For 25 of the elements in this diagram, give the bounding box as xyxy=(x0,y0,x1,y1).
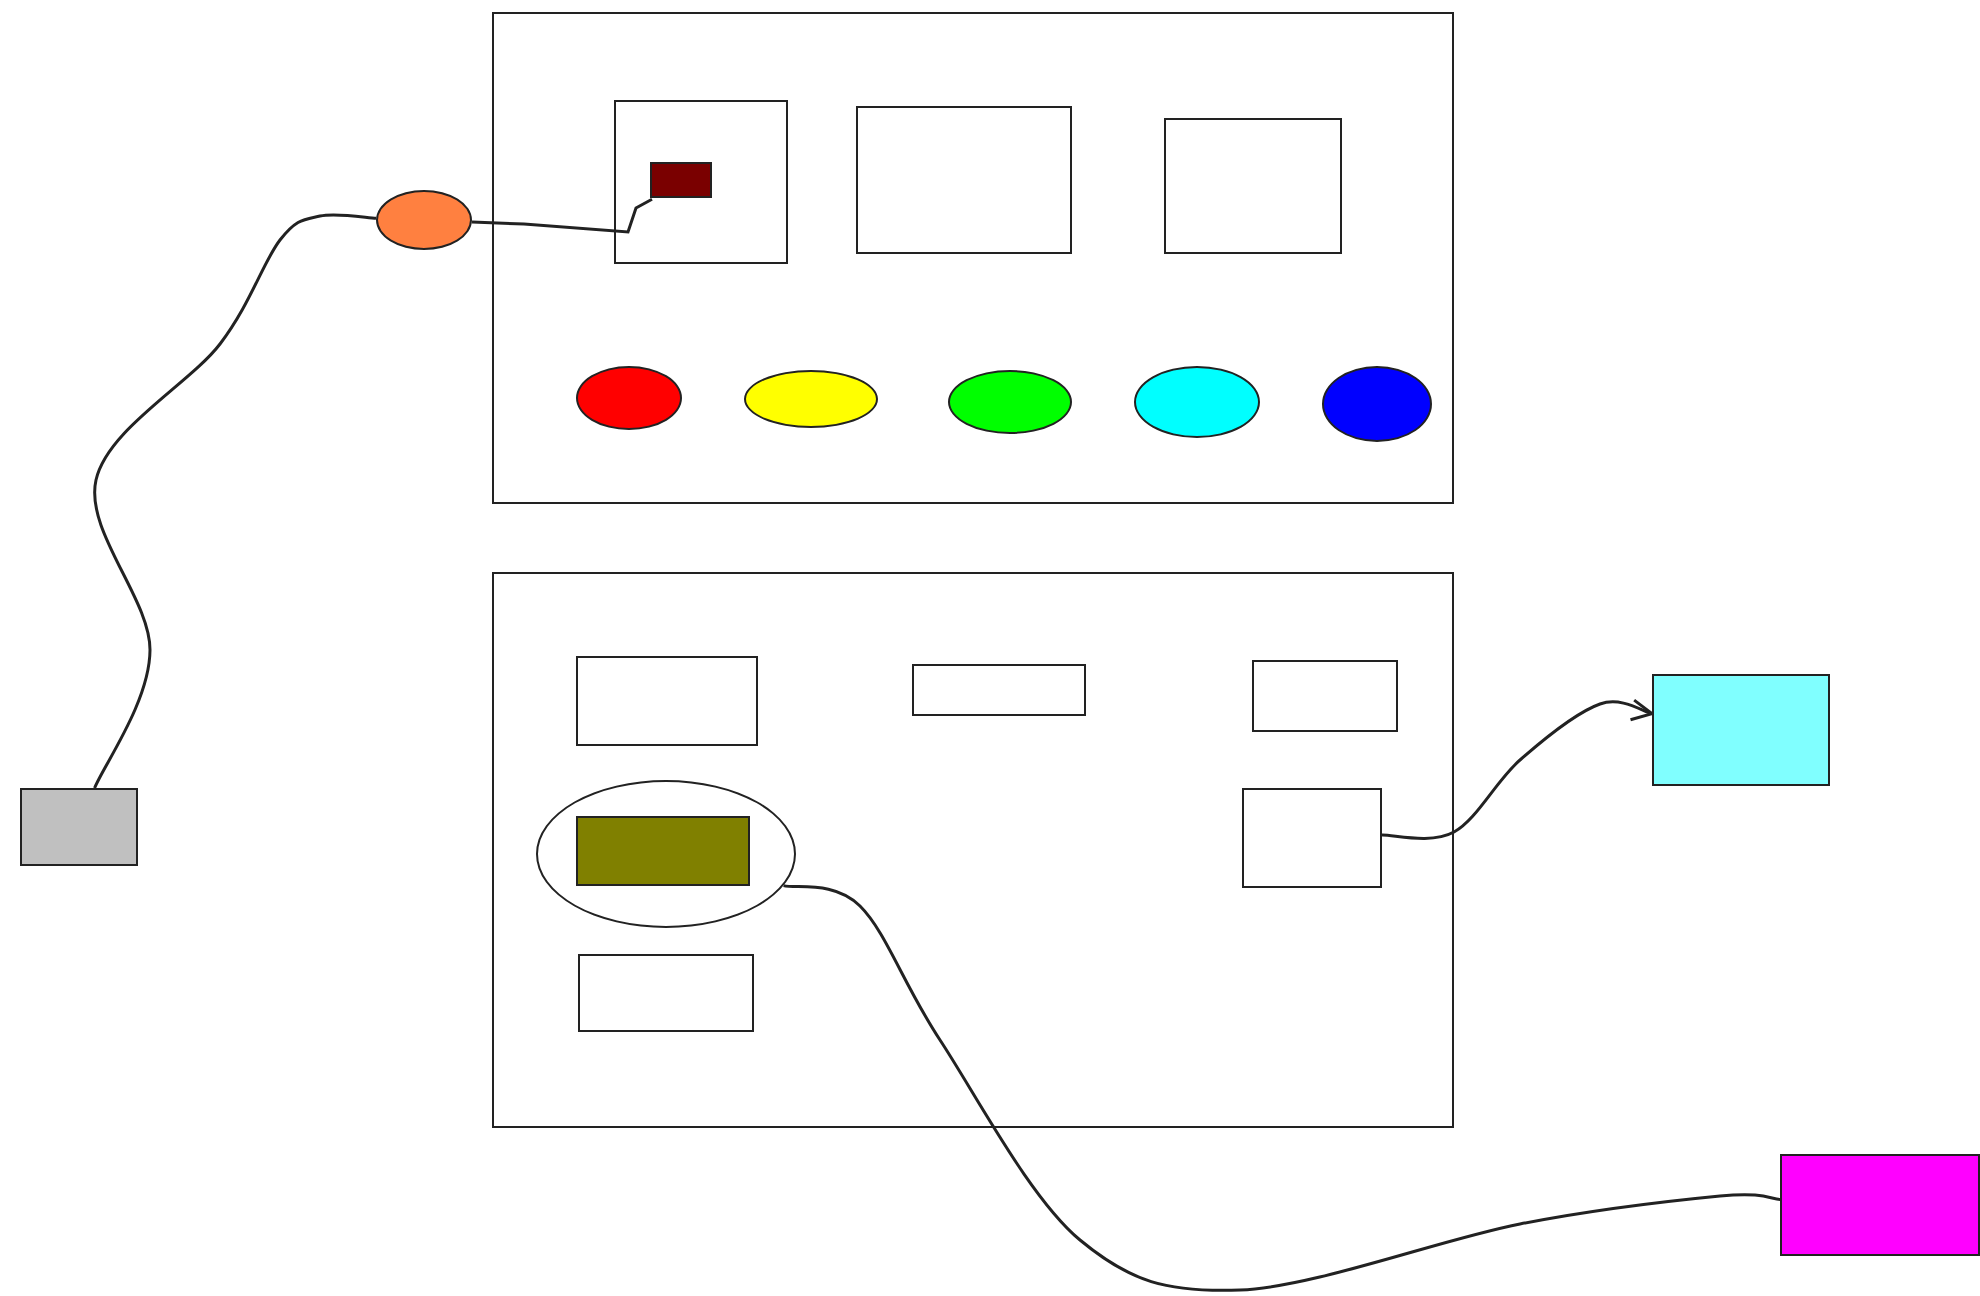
frame-rectangle xyxy=(613,99,787,263)
filled-rectangle xyxy=(1780,1154,1980,1256)
ellipse-shape xyxy=(947,369,1071,433)
connector-line xyxy=(93,213,377,789)
frame-rectangle xyxy=(855,105,1071,253)
arrow xyxy=(1381,697,1654,840)
panel xyxy=(492,572,1454,1128)
frame-rectangle xyxy=(577,953,753,1031)
filled-rectangle xyxy=(20,788,138,866)
ellipse-shape xyxy=(575,365,681,429)
frame-rectangle xyxy=(1241,787,1381,887)
ellipse-shape xyxy=(1133,365,1259,437)
small-rectangle xyxy=(650,162,712,198)
ellipse-shape xyxy=(1321,365,1431,441)
ellipse-outline xyxy=(535,779,795,927)
frame-rectangle xyxy=(575,655,757,745)
frame-rectangle xyxy=(911,663,1085,715)
panel xyxy=(492,12,1454,504)
filled-rectangle xyxy=(1652,674,1830,786)
ellipse-shape xyxy=(376,190,472,250)
connector-line xyxy=(783,884,1781,1292)
connector-line xyxy=(471,197,653,234)
frame-rectangle xyxy=(1251,659,1397,731)
filled-rectangle xyxy=(576,816,750,886)
frame-rectangle xyxy=(1163,117,1341,253)
